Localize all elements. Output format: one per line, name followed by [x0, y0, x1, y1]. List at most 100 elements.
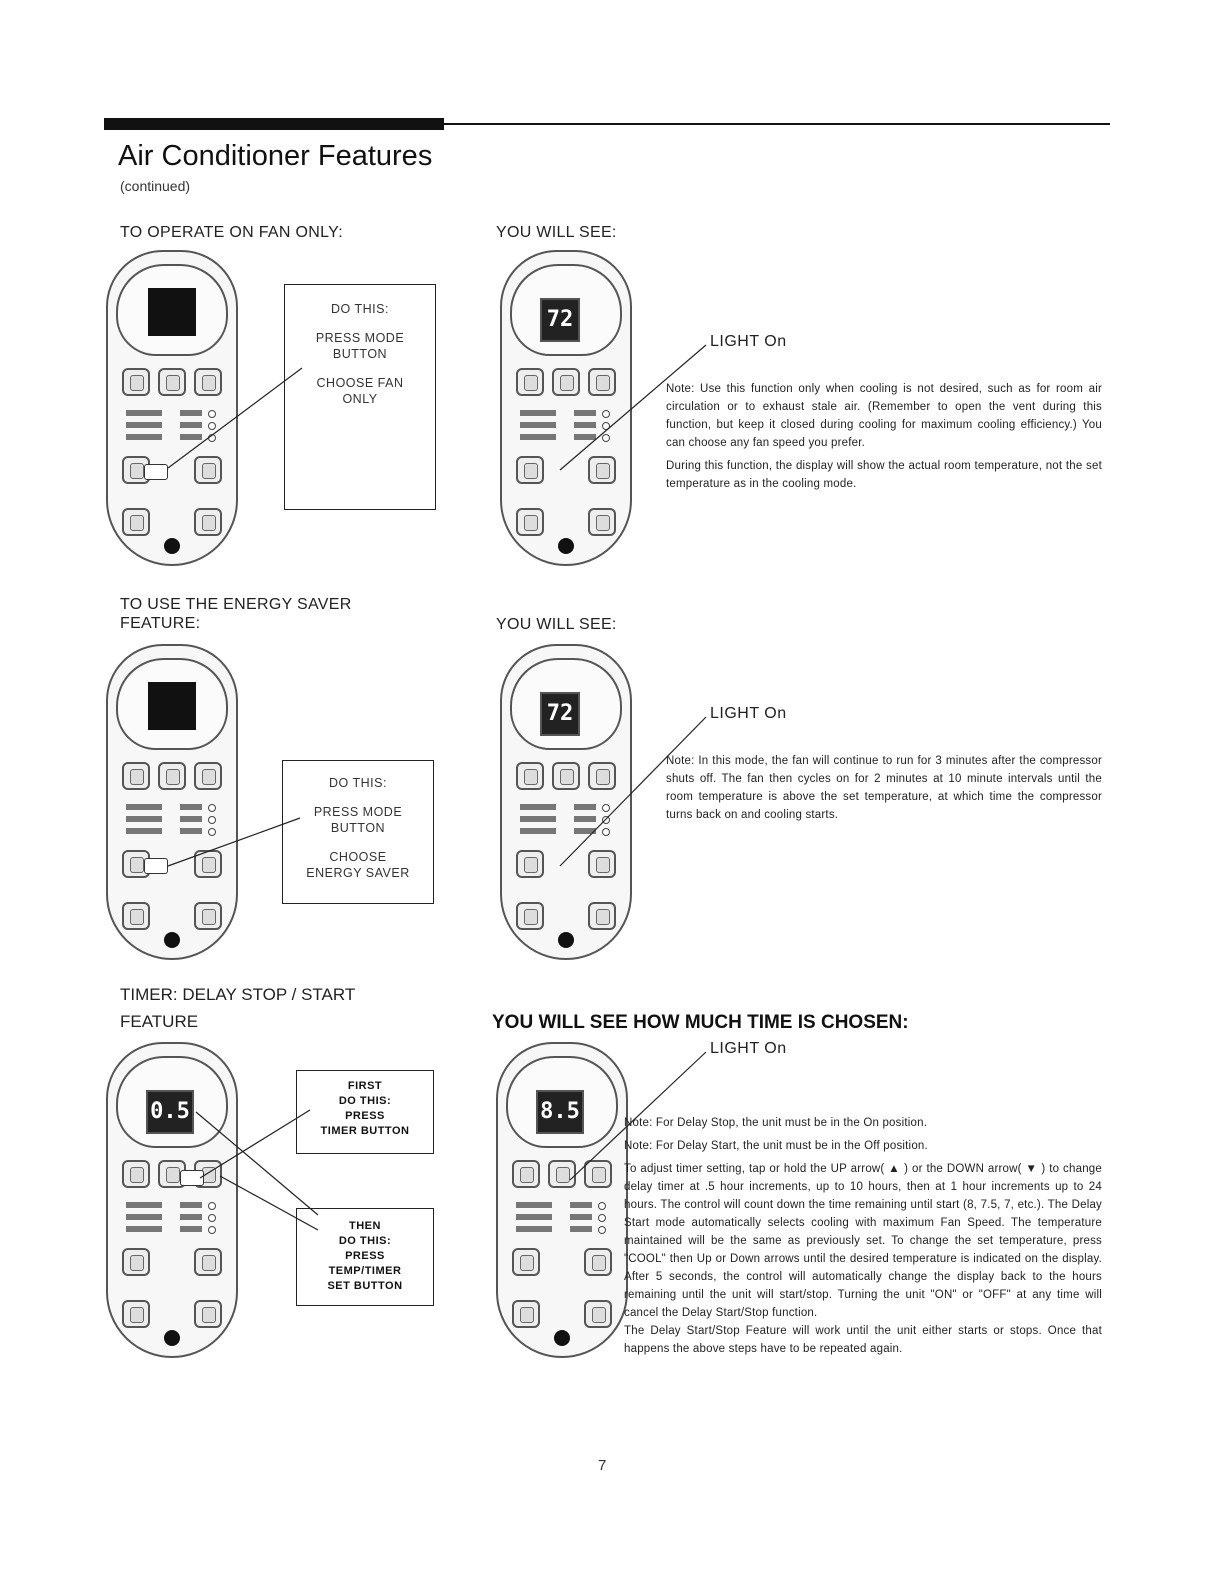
energy-saver-label-2: FEATURE: [120, 615, 201, 632]
remote-timer-do: 0.5 [106, 1042, 238, 1358]
remote-button [588, 762, 616, 790]
remote-fan-only-see: 72 [500, 250, 632, 566]
remote-display-area: 72 [510, 264, 622, 356]
remote-button [122, 1248, 150, 1276]
remote-button [588, 368, 616, 396]
leader-line [195, 1111, 319, 1216]
timer-notes: Note: For Delay Stop, the unit must be i… [624, 1114, 1102, 1363]
timer-label-1: TIMER: DELAY STOP / START [120, 985, 356, 1004]
callout-line: TIMER BUTTON [320, 1125, 410, 1137]
remote-display-area: 72 [510, 658, 622, 750]
remote-button [194, 508, 222, 536]
power-button-icon [164, 932, 180, 948]
energy-saver-you-will-see: YOU WILL SEE: [496, 616, 617, 633]
pointing-hand-icon [144, 858, 168, 874]
header-rule [444, 123, 1110, 125]
page-title: Air Conditioner Features [118, 140, 433, 172]
remote-display-area: 8.5 [506, 1056, 618, 1148]
remote-button [552, 762, 580, 790]
leader-line [219, 1175, 319, 1231]
callout-line: DO THIS: [338, 1095, 392, 1107]
remote-button [194, 902, 222, 930]
light-on-label: LIGHT On [710, 1040, 787, 1057]
callout-line: PRESS [345, 1110, 385, 1122]
fan-only-notes: Note: Use this function only when coolin… [666, 380, 1102, 498]
energy-saver-note: Note: In this mode, the fan will continu… [666, 752, 1102, 829]
note-text: To adjust timer setting, tap or hold the… [624, 1163, 1102, 1319]
fan-only-you-will-see: YOU WILL SEE: [496, 224, 617, 241]
power-button-icon [554, 1330, 570, 1346]
mode-indicator-row [514, 422, 614, 430]
callout-line: BUTTON [332, 347, 388, 361]
callout-line: ENERGY SAVER [306, 866, 410, 880]
remote-lcd-reading: 72 [540, 692, 580, 736]
leader-line [569, 1051, 707, 1181]
timer-you-will-see: YOU WILL SEE HOW MUCH TIME IS CHOSEN: [492, 1012, 909, 1033]
remote-display-area [116, 264, 228, 356]
callout-line: PRESS MODE [313, 805, 403, 819]
leader-line [559, 344, 707, 471]
remote-display-area [116, 658, 228, 750]
remote-button [516, 368, 544, 396]
mode-indicator-row [514, 434, 614, 442]
remote-button [516, 850, 544, 878]
remote-button [516, 762, 544, 790]
remote-button [158, 762, 186, 790]
mode-indicator-row [120, 1202, 220, 1210]
mode-indicator-row [510, 1202, 610, 1210]
callout-line: DO THIS: [338, 1235, 392, 1247]
power-button-icon [164, 1330, 180, 1346]
note-text: Note: For Delay Start, the unit must be … [624, 1140, 928, 1152]
mode-indicator-row [514, 410, 614, 418]
callout-line: TEMP/TIMER [328, 1265, 402, 1277]
callout-line: DO THIS: [329, 776, 387, 790]
mode-indicator-row [120, 1226, 220, 1234]
remote-button [194, 1300, 222, 1328]
remote-button [584, 1248, 612, 1276]
remote-button [158, 368, 186, 396]
page-subtitle: (continued) [120, 178, 191, 194]
remote-button [512, 1300, 540, 1328]
remote-button [122, 368, 150, 396]
power-button-icon [558, 932, 574, 948]
energy-saver-label-1: TO USE THE ENERGY SAVER [120, 596, 352, 613]
remote-fan-only-do [106, 250, 238, 566]
callout-line: BUTTON [330, 821, 386, 835]
remote-timer-see: 8.5 [496, 1042, 628, 1358]
mode-indicator-row [120, 816, 220, 824]
remote-button [516, 456, 544, 484]
pointing-hand-icon [144, 464, 168, 480]
callout-line: PRESS [345, 1250, 385, 1262]
note-text: During this function, the display will s… [666, 460, 1102, 490]
callout-line: CHOOSE [329, 850, 387, 864]
callout-line: ONLY [342, 392, 378, 406]
power-button-icon [164, 538, 180, 554]
leader-line [167, 817, 301, 867]
note-text: Note: Use this function only when coolin… [666, 383, 1102, 449]
remote-button [588, 902, 616, 930]
header-bar [104, 118, 444, 130]
remote-button [588, 508, 616, 536]
callout-fan-only: DO THIS: PRESS MODE BUTTON CHOOSE FAN ON… [284, 284, 436, 510]
mode-indicator-row [120, 804, 220, 812]
callout-energy-saver: DO THIS: PRESS MODE BUTTON CHOOSE ENERGY… [282, 760, 434, 904]
remote-button [122, 1160, 150, 1188]
remote-button [122, 508, 150, 536]
remote-button [194, 368, 222, 396]
callout-timer-first: FIRST DO THIS: PRESS TIMER BUTTON [296, 1070, 434, 1154]
remote-button [122, 902, 150, 930]
mode-indicator-row [120, 828, 220, 836]
pointing-hand-icon [180, 1170, 204, 1186]
remote-button [516, 902, 544, 930]
remote-display-area: 0.5 [116, 1056, 228, 1148]
remote-button [516, 508, 544, 536]
callout-line: PRESS MODE [315, 331, 405, 345]
remote-button [194, 1248, 222, 1276]
remote-lcd-reading: 8.5 [536, 1090, 584, 1134]
remote-button [122, 762, 150, 790]
remote-lcd-reading: 72 [540, 298, 580, 342]
remote-button [194, 762, 222, 790]
power-button-icon [558, 538, 574, 554]
leader-line [559, 716, 707, 867]
